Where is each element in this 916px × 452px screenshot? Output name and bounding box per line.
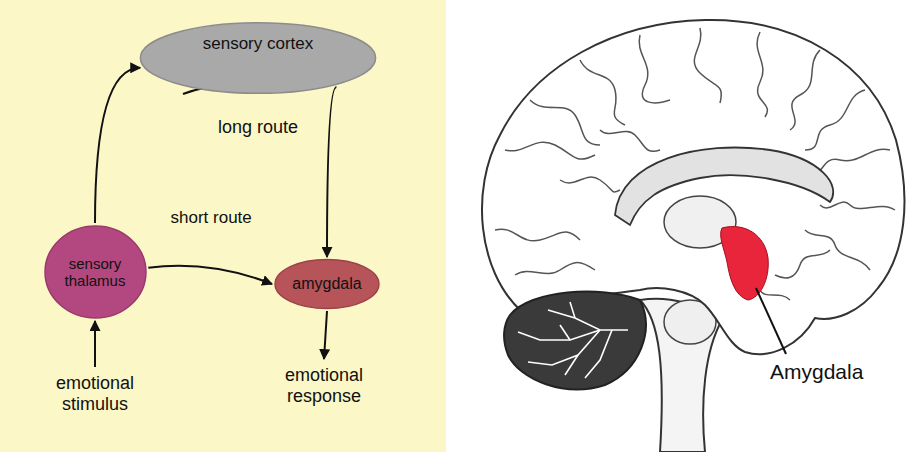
arbor-branch (548, 310, 628, 330)
arrow-connector (95, 68, 140, 223)
ellipse-node: sensory thalamus (44, 225, 147, 319)
arbor-vitae (518, 302, 628, 378)
arrow-connector (94, 321, 96, 367)
gyrus-line (694, 28, 721, 103)
leader-line (756, 288, 786, 354)
arbor-branch (585, 330, 612, 378)
gyrus-line (600, 130, 660, 151)
arbor-branch (565, 355, 578, 375)
ellipse-fill (140, 23, 375, 94)
text-node: emotional stimulus (30, 369, 160, 419)
gyrus-line (639, 35, 670, 103)
gyrus-line (820, 202, 895, 210)
arbor-branch (518, 330, 600, 340)
gyrus-line (560, 177, 620, 192)
cerebellum (504, 292, 646, 390)
arbor-branch (570, 302, 575, 318)
ellipse-node: sensory cortex (138, 22, 378, 94)
ellipse-fill (275, 260, 379, 309)
amygdala-region (721, 227, 769, 300)
arrow-connector (148, 266, 272, 284)
arbor-branch (560, 325, 570, 340)
gyrus-line (757, 32, 767, 117)
node-text: emotional response (265, 365, 383, 406)
ellipse-outline (138, 22, 378, 94)
gyrus-line (805, 230, 870, 270)
text-label: Amygdala (770, 360, 863, 384)
text-label: long route (218, 117, 298, 138)
arbor-branch (528, 330, 600, 365)
gyrus-line (495, 229, 580, 241)
text-node: emotional response (259, 361, 389, 411)
brainstem (640, 299, 722, 452)
ellipse-fill (45, 226, 146, 318)
gyrus-line (505, 142, 595, 159)
gyrus-line (760, 290, 790, 300)
ellipse-node: amygdala (274, 259, 380, 309)
node-text: emotional stimulus (36, 373, 154, 414)
gyrus-line (580, 60, 625, 125)
gyrus-line (805, 90, 865, 150)
node-text: amygdala (292, 275, 361, 293)
node-text: sensory thalamus (50, 255, 141, 290)
arrow-connector (327, 87, 336, 257)
gyrus-line (530, 100, 600, 145)
node-text: sensory cortex (203, 34, 314, 54)
edge-label: short route (171, 208, 252, 228)
gyrus-line (775, 250, 830, 278)
gyrus-line (790, 50, 820, 130)
gyrus-line (515, 263, 595, 276)
gyri (495, 28, 895, 300)
arrow-connector (324, 311, 327, 359)
